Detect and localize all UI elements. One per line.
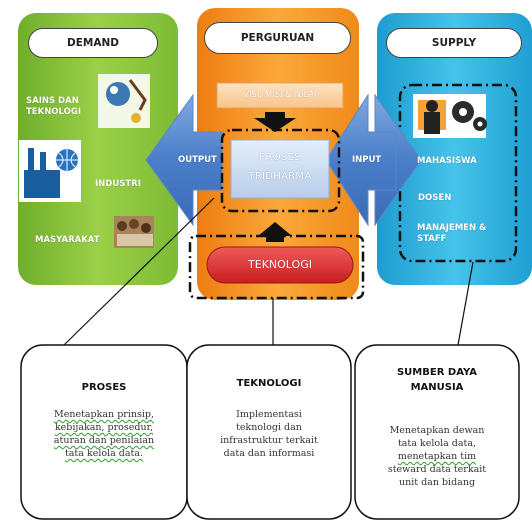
sdm-title-line: SUMBER DAYA bbox=[396, 367, 477, 378]
connector-proses bbox=[63, 197, 215, 346]
proses-tridharma-box bbox=[230, 139, 330, 199]
proses-text-line: kebijakan, prosedur, bbox=[54, 422, 154, 433]
sdm-text-line: menetapkan tim bbox=[397, 451, 477, 462]
callout-sdm bbox=[354, 344, 520, 520]
gears-presenter-icon bbox=[413, 94, 487, 138]
input-label: INPUT bbox=[352, 155, 382, 165]
callout-teknologi-text: Implementasi teknologi dan infrastruktur… bbox=[192, 408, 346, 460]
supply-title: SUPPLY bbox=[386, 28, 522, 58]
sdm-text-line: Menetapkan dewan bbox=[389, 425, 485, 436]
input-arrow-shape bbox=[325, 93, 397, 227]
output-label: OUTPUT bbox=[178, 155, 217, 165]
factory-globe-icon bbox=[19, 140, 81, 202]
people-photo-icon bbox=[114, 216, 154, 248]
teknologi-text-line: infrastruktur terkait bbox=[220, 435, 318, 446]
proses-text-line: aturan dan penilaian bbox=[53, 435, 155, 446]
demand-title: DEMAND bbox=[28, 28, 158, 58]
proses-tridharma-label: PROSES TRIDHARMA bbox=[231, 148, 329, 186]
proses-group-outline bbox=[220, 128, 341, 213]
proses-text-line: tata kelola data. bbox=[64, 448, 144, 459]
sdm-text-line: steward data terkait bbox=[387, 464, 487, 475]
connector-sdm bbox=[457, 261, 474, 346]
teknologi-text-line: data dan informasi bbox=[223, 448, 315, 459]
demand-item-masyarakat: MASYARAKAT bbox=[35, 235, 100, 245]
proses-line-2: TRIDHARMA bbox=[248, 171, 312, 182]
sdm-title-line: MANUSIA bbox=[410, 382, 464, 393]
perguruan-title: PERGURUAN bbox=[204, 22, 351, 54]
callout-teknologi-title: TEKNOLOGI bbox=[236, 378, 302, 389]
callout-proses-title: PROSES bbox=[81, 382, 127, 393]
visi-misi-label: VISI, MISI & NILAI bbox=[243, 90, 317, 100]
teknologi-label: TEKNOLOGI bbox=[248, 258, 312, 271]
sdm-text-line: tata kelola data, bbox=[397, 438, 477, 449]
supply-panel bbox=[377, 13, 532, 285]
proses-text-line: Menetapkan prinsip, bbox=[53, 409, 154, 420]
demand-item-sains: SAINS DAN TEKNOLOGI bbox=[26, 96, 82, 117]
callout-proses-text: Menetapkan prinsip, kebijakan, prosedur,… bbox=[30, 408, 178, 460]
visi-misi-box bbox=[216, 82, 344, 109]
supply-item-mahasiswa: MAHASISWA bbox=[417, 156, 477, 166]
sdm-text-line: unit dan bidang bbox=[398, 477, 476, 488]
down-arrow bbox=[254, 112, 296, 132]
callout-sdm-text: Menetapkan dewan tata kelola data, menet… bbox=[362, 424, 512, 489]
supply-item-manajemen: MANAJEMEN & STAFF bbox=[417, 223, 487, 244]
teknologi-text-line: teknologi dan bbox=[236, 422, 302, 433]
callout-sdm-title: SUMBER DAYA MANUSIA bbox=[355, 365, 519, 395]
proses-line-1: PROSES bbox=[259, 152, 301, 163]
callout-teknologi bbox=[186, 344, 352, 520]
output-arrow bbox=[145, 93, 223, 227]
science-clipart-icon bbox=[98, 74, 150, 128]
teknologi-group-outline bbox=[188, 234, 365, 300]
demand-item-industri: INDUSTRI bbox=[95, 179, 141, 189]
supply-item-dosen: DOSEN bbox=[418, 193, 452, 203]
teknologi-text-line: Implementasi bbox=[236, 409, 302, 420]
teknologi-pill bbox=[206, 246, 354, 284]
